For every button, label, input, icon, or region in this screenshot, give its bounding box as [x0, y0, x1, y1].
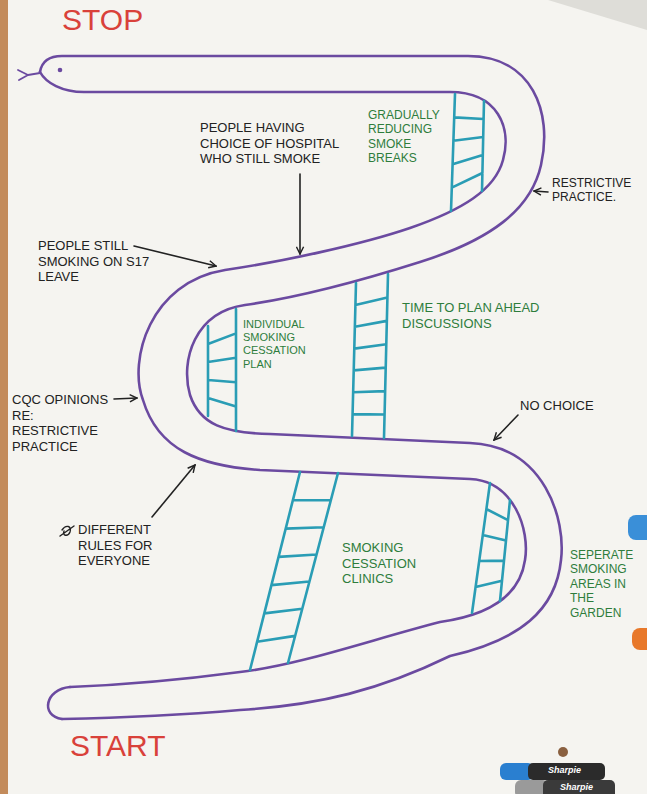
stage-label: START	[70, 728, 166, 764]
callout-note: PEOPLE STILL SMOKING ON S17 LEAVE	[38, 238, 158, 285]
leader-arrow	[494, 415, 518, 440]
marker-body	[528, 763, 605, 780]
callout-note: DIFFERENT RULES FOR EVERYONE	[78, 522, 188, 569]
snake	[18, 56, 562, 719]
leader-arrow	[152, 465, 195, 517]
callout-note: NO CHOICE	[520, 398, 594, 414]
paper-sheet	[8, 0, 647, 794]
stage-label: STOP	[62, 2, 143, 38]
callout-note: PEOPLE HAVING CHOICE OF HOSPITAL WHO STI…	[200, 120, 350, 167]
callout-note: CQC OPINIONS RE: RESTRICTIVE PRACTICE	[12, 392, 112, 454]
marker-body	[543, 780, 615, 794]
snake-inner-edge	[40, 72, 526, 687]
leader-arrow	[114, 398, 137, 399]
snake-tail	[48, 687, 70, 719]
brand-mark: Sharpie	[548, 765, 581, 776]
ladder-label: TIME TO PLAN AHEAD DISCUSSIONS	[402, 300, 562, 331]
snake-outer-edge	[40, 56, 562, 719]
ladder-label: GRADUALLY REDUCING SMOKE BREAKS	[368, 108, 448, 166]
ladder-label: SEPERATE SMOKING AREAS IN THE GARDEN	[570, 548, 638, 620]
leader-arrows	[60, 174, 548, 536]
crossed-out-scribble	[60, 526, 74, 536]
ladder	[472, 483, 510, 613]
ladder	[451, 94, 484, 211]
paper-corner	[548, 0, 647, 30]
brand-mark: Sharpie	[560, 782, 593, 793]
coin	[558, 747, 568, 757]
ladder	[250, 472, 338, 670]
ladder	[352, 274, 388, 438]
marker-cap	[628, 515, 647, 540]
ladder	[208, 309, 236, 431]
ladder-label: SMOKING CESSATION CLINICS	[342, 540, 462, 587]
snake-tongue	[18, 70, 40, 80]
callout-note: RESTRICTIVE PRACTICE.	[552, 176, 636, 205]
leader-arrow	[299, 174, 301, 254]
marker-cap	[632, 628, 647, 650]
ladder-label: INDIVIDUAL SMOKING CESSATION PLAN	[243, 318, 323, 371]
leader-arrow	[534, 191, 548, 192]
snake-eye	[58, 68, 63, 73]
ladders	[208, 94, 510, 670]
